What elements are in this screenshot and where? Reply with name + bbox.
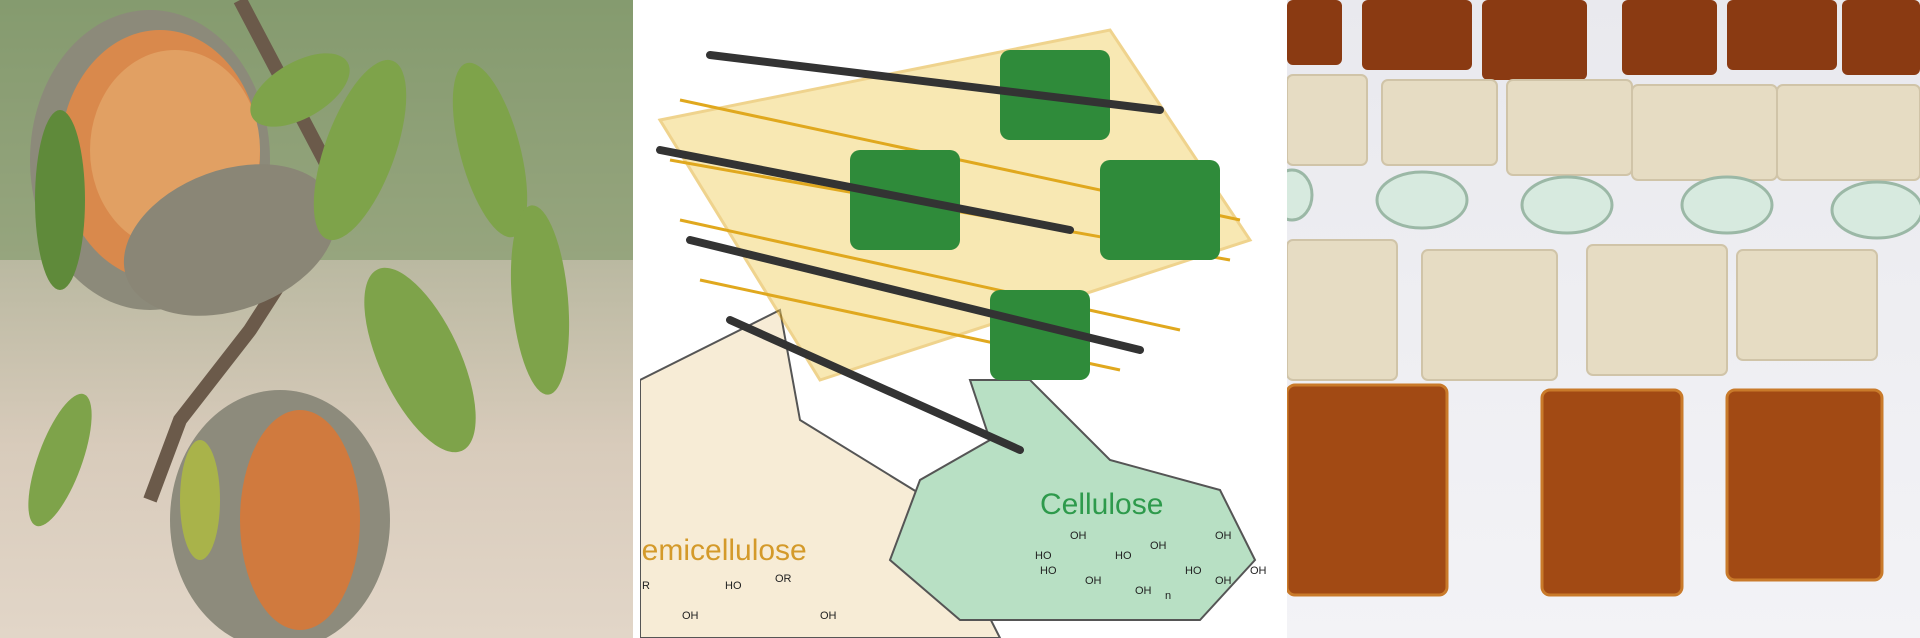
chem-label: OR [775, 573, 792, 585]
chem-label: OH [1250, 565, 1267, 577]
chem-label: HO [1185, 565, 1202, 577]
microfibril-illustration [640, 28, 1257, 638]
chem-label: R [642, 580, 650, 592]
films-illustration [1287, 0, 1920, 597]
bioplastic-films-photo [1287, 0, 1920, 638]
chem-label: HO [1115, 550, 1132, 562]
chem-label: OH [1215, 575, 1232, 587]
chem-label: OH [1150, 540, 1167, 552]
almond-illustration [0, 0, 633, 638]
chem-label: OH [1070, 530, 1087, 542]
chem-label: HO [1035, 550, 1052, 562]
chem-label: HO [1040, 565, 1057, 577]
chem-label: OH [1215, 530, 1232, 542]
chem-label: OH [1135, 585, 1152, 597]
chem-label: HO [725, 580, 742, 592]
chem-label: OH [1085, 575, 1102, 587]
almond-photo [0, 0, 633, 638]
chem-label: n [1165, 590, 1172, 602]
hemicellulose-label: Hemicellulose [640, 534, 807, 567]
cellulose-label: Cellulose [1040, 488, 1164, 521]
cell-wall-diagram: Cellulose Hemicellulose OH HO HO OH HO O… [640, 0, 1276, 638]
chem-label: OH [682, 610, 699, 622]
chem-label: OH [820, 610, 837, 622]
